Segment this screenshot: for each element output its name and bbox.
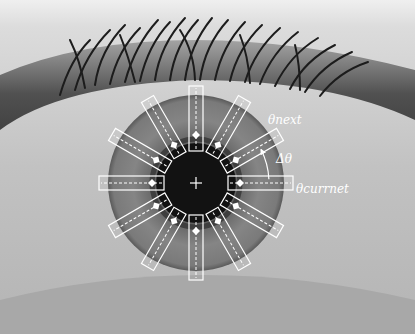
search-window xyxy=(141,95,186,158)
search-window xyxy=(206,95,251,158)
edge-point xyxy=(151,155,162,166)
ray-axis xyxy=(114,136,167,167)
sampling-ray xyxy=(220,128,283,173)
edge-point xyxy=(148,179,156,187)
ray-axis xyxy=(149,101,180,154)
search-window xyxy=(220,193,283,238)
sampling-ray xyxy=(141,207,186,270)
ray-axis xyxy=(225,136,278,167)
angle-arc xyxy=(261,150,269,180)
search-window xyxy=(99,176,164,190)
search-window xyxy=(206,207,251,270)
sampling-ray xyxy=(99,176,164,190)
ray-axis xyxy=(196,88,197,149)
search-window xyxy=(189,215,203,280)
sampling-ray xyxy=(141,95,186,158)
angle-label: θnext xyxy=(268,113,302,127)
ray-axis xyxy=(225,200,278,231)
sampling-ray xyxy=(228,176,293,190)
edge-point xyxy=(169,216,180,227)
edge-point xyxy=(230,201,241,212)
sampling-ray xyxy=(108,193,171,238)
center-cross xyxy=(190,177,202,189)
search-window xyxy=(228,176,293,190)
sampling-ray xyxy=(206,95,251,158)
sampling-ray xyxy=(220,193,283,238)
search-window xyxy=(141,207,186,270)
angle-label: Δθ xyxy=(276,152,292,166)
ray-axis xyxy=(213,212,244,265)
ray-axis xyxy=(196,217,197,278)
edge-point xyxy=(169,139,180,150)
search-window xyxy=(220,128,283,173)
search-window xyxy=(108,128,171,173)
sampling-ray xyxy=(189,215,203,280)
search-window xyxy=(189,86,203,151)
sampling-ray xyxy=(108,128,171,173)
angle-label: θcurrnet xyxy=(296,182,349,196)
sampling-ray xyxy=(189,86,203,151)
sampling-ray xyxy=(206,207,251,270)
edge-point xyxy=(151,201,162,212)
edge-point xyxy=(192,131,200,139)
search-window xyxy=(108,193,171,238)
ray-axis xyxy=(213,101,244,154)
edge-point xyxy=(236,179,244,187)
edge-point xyxy=(213,216,224,227)
ray-axis xyxy=(149,212,180,265)
edge-point xyxy=(192,227,200,235)
ray-axis xyxy=(114,200,167,231)
edge-point xyxy=(230,155,241,166)
edge-point xyxy=(213,139,224,150)
